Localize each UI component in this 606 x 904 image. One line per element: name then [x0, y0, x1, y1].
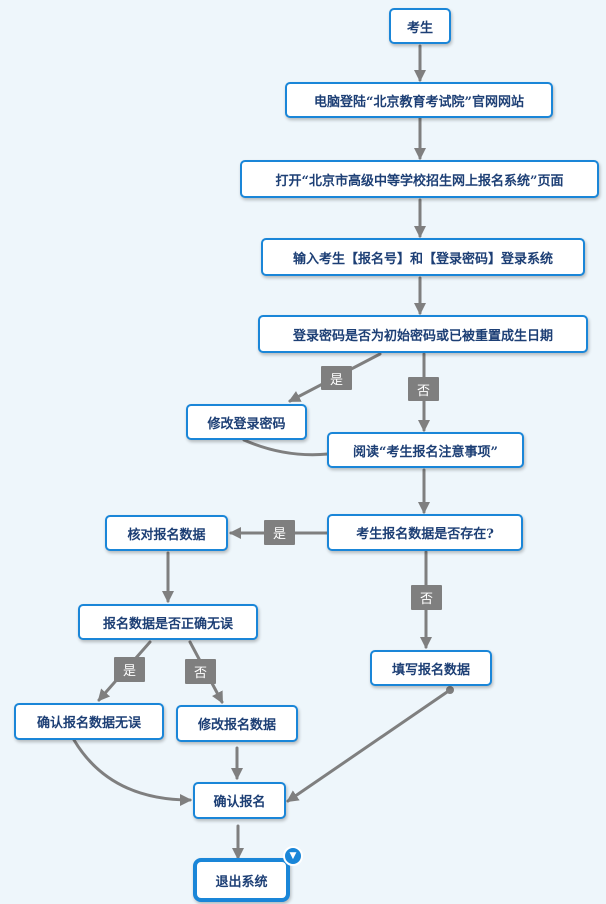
node-change-password[interactable]: 修改登录密码: [186, 404, 307, 440]
node-change-password-label: 修改登录密码: [207, 416, 286, 432]
label-no-read-notice: 否: [408, 377, 439, 401]
node-login[interactable]: 输入考生【报名号】和【登录密码】登录系统: [261, 238, 585, 276]
node-exit-system[interactable]: 退出系统: [193, 858, 290, 902]
node-read-notice[interactable]: 阅读“考生报名注意事项”: [327, 432, 524, 468]
node-examinee-label: 考生: [406, 20, 433, 36]
node-data-correct-check-label: 报名数据是否正确无误: [102, 616, 233, 632]
node-login-label: 输入考生【报名号】和【登录密码】登录系统: [292, 251, 553, 267]
node-password-check[interactable]: 登录密码是否为初始密码或已被重置成生日期: [258, 315, 588, 353]
chevron-down-icon[interactable]: ▼: [283, 846, 303, 866]
label-yes-change-password: 是: [321, 366, 352, 390]
node-examinee[interactable]: 考生: [389, 8, 451, 44]
label-no-fill-data: 否: [411, 585, 442, 610]
label-yes-confirm-data: 是: [114, 657, 145, 682]
node-read-notice-label: 阅读“考生报名注意事项”: [353, 444, 498, 460]
node-exit-system-label: 退出系统: [215, 874, 268, 890]
node-visit-website[interactable]: 电脑登陆“北京教育考试院”官网网站: [285, 82, 553, 118]
connector-11-14: [286, 686, 454, 803]
label-no-modify-data: 否: [185, 659, 216, 684]
label-yes-verify-data: 是: [264, 520, 295, 545]
node-modify-data[interactable]: 修改报名数据: [176, 705, 298, 742]
node-confirm-registration-label: 确认报名: [213, 795, 266, 810]
node-verify-data[interactable]: 核对报名数据: [105, 515, 228, 551]
node-visit-website-label: 电脑登陆“北京教育考试院”官网网站: [314, 94, 524, 110]
node-open-registration-system[interactable]: 打开“北京市高级中等学校招生网上报名系统”页面: [240, 160, 599, 198]
node-confirm-data-correct-label: 确认报名数据无误: [36, 716, 141, 731]
node-data-exists-check-label: 考生报名数据是否存在?: [356, 527, 494, 542]
node-verify-data-label: 核对报名数据: [127, 527, 206, 543]
node-confirm-data-correct[interactable]: 确认报名数据无误: [14, 703, 164, 740]
node-open-registration-system-label: 打开“北京市高级中等学校招生网上报名系统”页面: [275, 173, 564, 189]
node-modify-data-label: 修改报名数据: [197, 718, 276, 733]
node-data-exists-check[interactable]: 考生报名数据是否存在?: [327, 514, 523, 551]
node-fill-data-label: 填写报名数据: [391, 662, 470, 678]
node-fill-data[interactable]: 填写报名数据: [370, 650, 492, 686]
node-data-correct-check[interactable]: 报名数据是否正确无误: [78, 604, 258, 640]
node-confirm-registration[interactable]: 确认报名: [193, 782, 286, 819]
connector-6-7: [242, 438, 330, 457]
node-password-check-label: 登录密码是否为初始密码或已被重置成生日期: [292, 328, 553, 344]
connector-12-14: [72, 738, 192, 806]
